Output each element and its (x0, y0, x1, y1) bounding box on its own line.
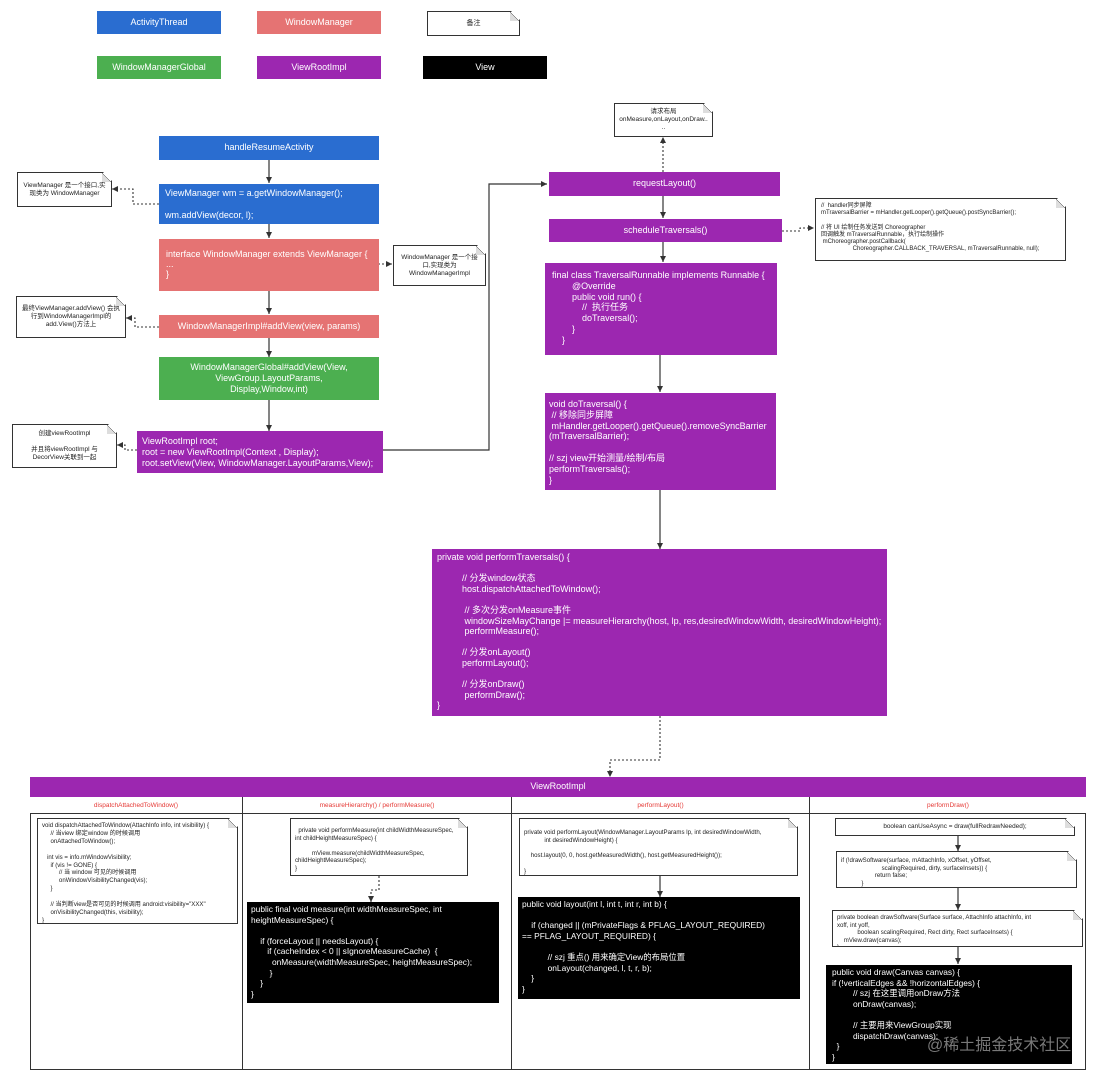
perform-measure-code: private void performMeasure(int childWid… (290, 818, 468, 876)
legend-view: View (423, 56, 547, 79)
dispatch-attached-code: void dispatchAttachedToWindow(AttachInfo… (37, 818, 238, 924)
new-viewrootimpl-box: ViewRootImpl root; root = new ViewRootIm… (137, 431, 383, 473)
legend-windowmanager: WindowManager (257, 11, 381, 34)
addview-note: 最终ViewManager.addView() 会执 行到WindowManag… (16, 296, 126, 338)
legend-windowmanagerglobal: WindowManagerGlobal (97, 56, 221, 79)
arrow-viewrootimpl-to-requestlayout (383, 181, 547, 451)
viewrootimpl-note: 创建viewRootImpl 并且将viewRootImpl 与 DecorVi… (12, 424, 117, 468)
viewmanager-note: ViewManager 是一个接口,实 现类为 WindowManager (17, 172, 112, 207)
draw-software-if-code: if (!drawSoftware(surface, mAttachInfo, … (836, 851, 1077, 888)
legend-viewrootimpl: ViewRootImpl (257, 56, 381, 79)
col-perform-draw: performDraw() (810, 797, 1086, 814)
view-layout-code: public void layout(int l, int t, int r, … (518, 897, 800, 999)
wmimpl-addview-box: WindowManagerImpl#addView(view, params) (159, 315, 379, 338)
do-traversal-box: void doTraversal() { // 移除同步屏障 mHandler.… (545, 393, 776, 490)
legend-note: 备注 (427, 11, 520, 36)
handle-resume-activity: handleResumeActivity (159, 136, 379, 160)
interface-windowmanager-box: interface WindowManager extends ViewMana… (159, 239, 379, 291)
get-window-manager-box: ViewManager wm = a.getWindowManager(); w… (159, 184, 379, 224)
col-divider (511, 814, 512, 1070)
viewrootimpl-title: ViewRootImpl (30, 777, 1086, 797)
draw-software-def-code: private boolean drawSoftware(Surface sur… (832, 910, 1083, 947)
wmglobal-addview-box: WindowManagerGlobal#addView(View, ViewGr… (159, 357, 379, 400)
request-layout-box: requestLayout() (549, 172, 780, 196)
col-measure: measureHierarchy() / performMeasure() (243, 797, 512, 814)
watermark: @稀土掘金技术社区 (927, 1037, 1072, 1054)
view-measure-code: public final void measure(int widthMeasu… (247, 902, 499, 1003)
windowmanager-note: WindowManager 是一个接 口,实现类为 WindowManagerI… (393, 245, 486, 286)
perform-traversals-box: private void performTraversals() { // 分发… (432, 549, 887, 716)
col-divider (809, 814, 810, 1070)
col-dispatch-attached: dispatchAttachedToWindow() (30, 797, 243, 814)
view-draw-code: public void draw(Canvas canvas) { if (!v… (826, 965, 1072, 1064)
sync-barrier-note: // handler同步屏障 mTraversalBarrier = mHand… (815, 198, 1066, 261)
can-use-async-code: boolean canUseAsync = draw(fullRedrawNee… (835, 818, 1075, 836)
col-perform-layout: performLayout() (512, 797, 810, 814)
perform-layout-code: private void performLayout(WindowManager… (519, 818, 798, 876)
traversal-runnable-box: final class TraversalRunnable implements… (545, 263, 777, 355)
request-layout-note: 请求布局 onMeasure,onLayout,onDraw.. .. (614, 103, 713, 137)
legend-activitythread: ActivityThread (97, 11, 221, 34)
schedule-traversals-box: scheduleTraversals() (549, 219, 782, 242)
col-divider (242, 814, 243, 1070)
